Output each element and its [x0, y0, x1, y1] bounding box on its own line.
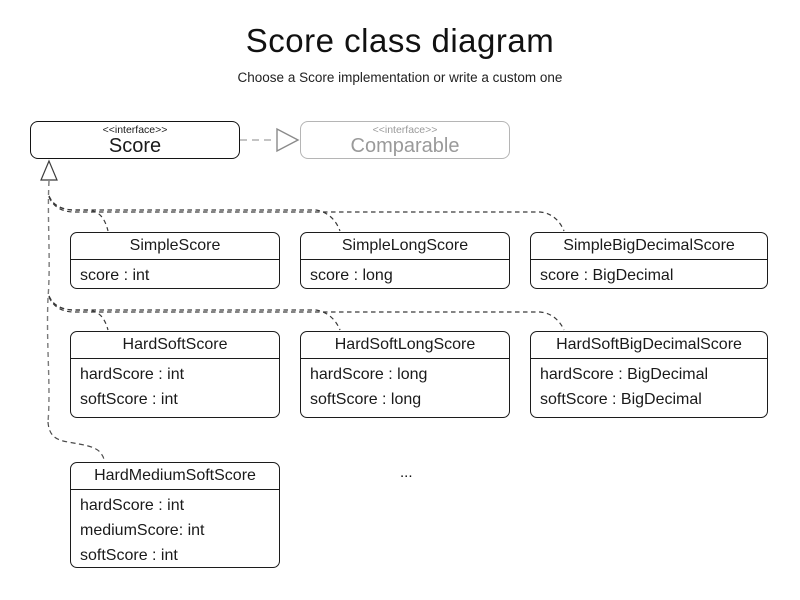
class-attributes: score : long	[301, 260, 509, 288]
class-box-hardmediumsoftscore: HardMediumSoftScore hardScore : int medi…	[70, 462, 280, 568]
class-name: HardSoftLongScore	[301, 332, 509, 359]
class-box-hardsoftbigdecimalscore: HardSoftBigDecimalScore hardScore : BigD…	[530, 331, 768, 418]
class-attribute: score : int	[80, 267, 150, 284]
class-box-simplelongscore: SimpleLongScore score : long	[300, 232, 510, 289]
class-attribute: hardScore : int	[80, 366, 185, 383]
edge-hardmediumsoftscore	[47, 421, 105, 462]
interface-name: Comparable	[350, 134, 460, 157]
class-attribute: softScore : int	[80, 547, 178, 564]
more-implementations-ellipsis: ...	[400, 464, 413, 481]
stereotype-label: <<interface>>	[102, 123, 168, 136]
class-attribute: softScore : long	[310, 391, 422, 408]
class-attribute: score : BigDecimal	[540, 267, 674, 284]
class-attributes: hardScore : int mediumScore: int softSco…	[71, 490, 279, 568]
class-attribute: hardScore : long	[310, 366, 428, 383]
class-name: SimpleLongScore	[301, 233, 509, 260]
inheritance-trunk	[46, 180, 50, 423]
class-box-simplebigdecimalscore: SimpleBigDecimalScore score : BigDecimal	[530, 232, 768, 289]
edge-simplescore	[48, 195, 109, 232]
interface-box-score: <<interface>> Score	[30, 121, 240, 159]
class-name: HardSoftBigDecimalScore	[531, 332, 767, 359]
class-name: HardMediumSoftScore	[71, 463, 279, 490]
edge-hardsoftlongscore	[48, 295, 341, 331]
page-title: Score class diagram	[245, 22, 555, 59]
class-box-hardsoftlongscore: HardSoftLongScore hardScore : long softS…	[300, 331, 510, 418]
edge-hardsoftbigdecimalscore	[48, 296, 565, 331]
interface-box-comparable: <<interface>> Comparable	[300, 121, 510, 159]
hollow-triangle-right-icon	[276, 127, 300, 153]
edge-simplebigdecimalscore	[48, 196, 565, 232]
edge-simplelongscore	[48, 195, 341, 232]
class-attribute: hardScore : BigDecimal	[540, 366, 709, 383]
class-attributes: score : BigDecimal	[531, 260, 767, 288]
page-subtitle: Choose a Score implementation or write a…	[237, 70, 563, 85]
class-attributes: hardScore : int softScore : int	[71, 359, 279, 412]
hollow-triangle-up-icon	[40, 159, 58, 181]
class-attributes: score : int	[71, 260, 279, 288]
class-attribute: softScore : BigDecimal	[540, 391, 702, 408]
class-box-simplescore: SimpleScore score : int	[70, 232, 280, 289]
class-attributes: hardScore : BigDecimal softScore : BigDe…	[531, 359, 767, 412]
class-attribute: hardScore : int	[80, 497, 185, 514]
class-attribute: score : long	[310, 267, 393, 284]
edge-hardsoftscore	[48, 295, 109, 331]
class-attribute: softScore : int	[80, 391, 178, 408]
class-name: SimpleBigDecimalScore	[531, 233, 767, 260]
stereotype-label: <<interface>>	[372, 123, 438, 136]
class-name: SimpleScore	[71, 233, 279, 260]
interface-name: Score	[108, 134, 162, 157]
class-attribute: mediumScore: int	[80, 522, 205, 539]
class-box-hardsoftscore: HardSoftScore hardScore : int softScore …	[70, 331, 280, 418]
class-name: HardSoftScore	[71, 332, 279, 359]
class-attributes: hardScore : long softScore : long	[301, 359, 509, 412]
